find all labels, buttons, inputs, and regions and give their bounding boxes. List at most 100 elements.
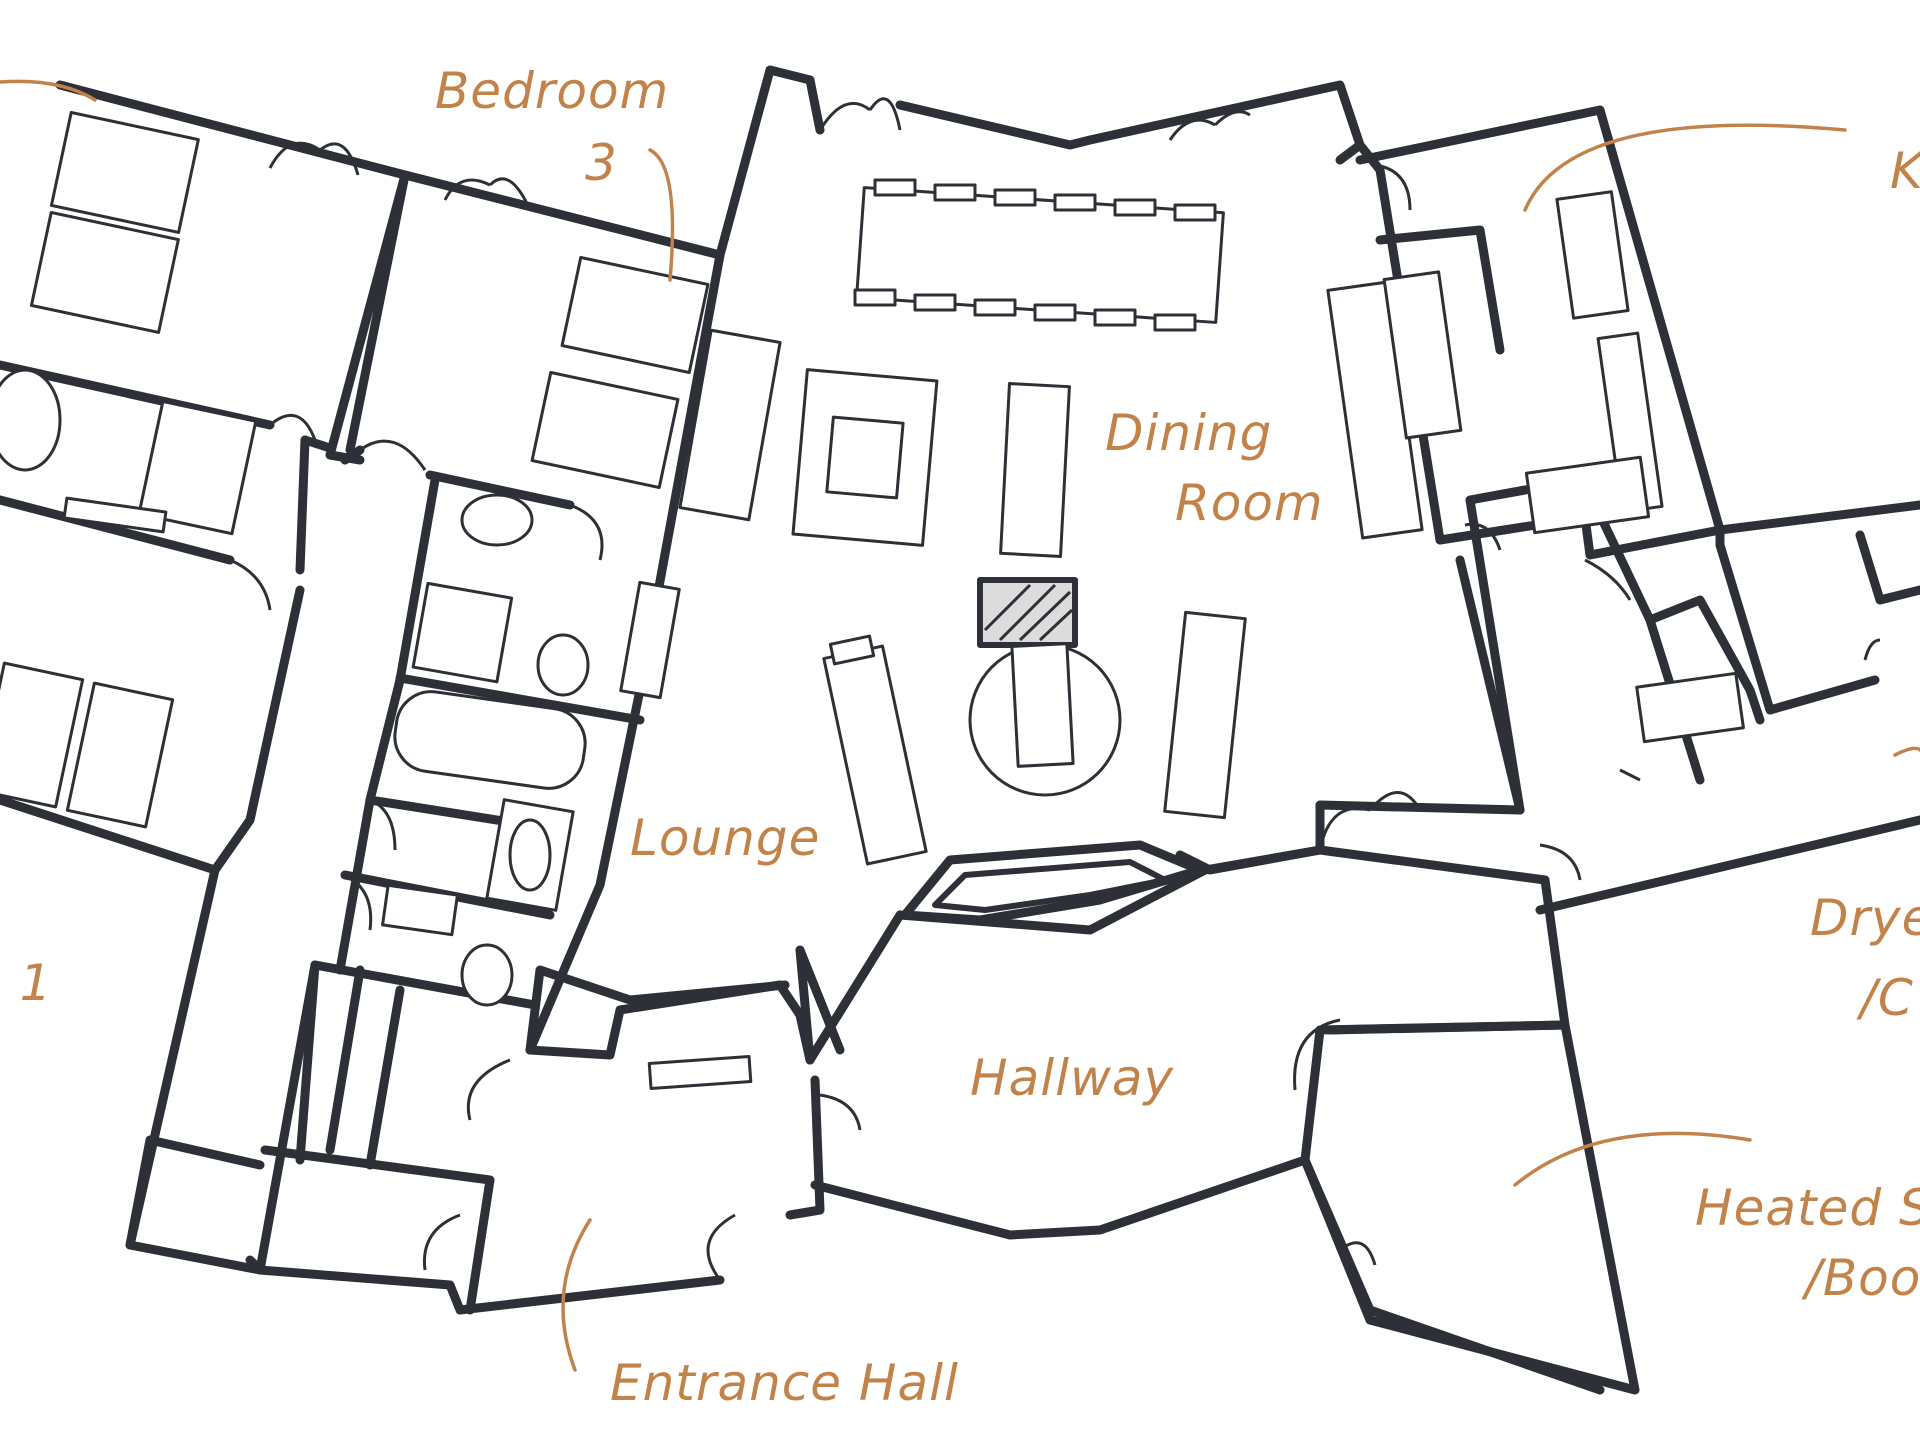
label-heated-line2: /Boo bbox=[1801, 1249, 1920, 1307]
utility-walls bbox=[1595, 510, 1765, 785]
sink bbox=[0, 368, 62, 472]
door-arc bbox=[466, 1058, 511, 1121]
door-arc bbox=[569, 503, 604, 561]
bath-divider-1 bbox=[395, 673, 645, 725]
label-entrance: Entrance Hall bbox=[610, 1354, 959, 1412]
bed bbox=[49, 111, 200, 234]
corridor-lower-west-wall bbox=[125, 1135, 265, 1250]
door-arc bbox=[1619, 768, 1641, 782]
toilet bbox=[536, 633, 590, 697]
door-arc bbox=[818, 97, 902, 131]
chair bbox=[913, 293, 957, 312]
door-arc bbox=[1293, 1018, 1341, 1091]
door-arc bbox=[268, 141, 360, 176]
chair bbox=[853, 288, 897, 307]
entrance-inner-wall bbox=[260, 1145, 495, 1315]
sink-cabinet bbox=[381, 883, 459, 937]
vanity bbox=[62, 496, 168, 534]
heated-room-outline bbox=[1300, 1020, 1640, 1395]
bed bbox=[65, 681, 175, 829]
label-dryer-line2: /C bbox=[1856, 969, 1914, 1027]
door-arc bbox=[369, 798, 397, 851]
sink bbox=[508, 818, 552, 892]
far-right-block bbox=[1715, 500, 1920, 715]
chair bbox=[1053, 193, 1097, 212]
chaise bbox=[1010, 642, 1075, 768]
bathtub bbox=[393, 690, 587, 790]
chair bbox=[933, 183, 977, 202]
storage-wall bbox=[295, 960, 405, 1170]
label-bedroom-3-line1: Bedroom bbox=[435, 62, 669, 120]
bed bbox=[29, 211, 180, 334]
bed bbox=[560, 255, 710, 375]
chair bbox=[1113, 198, 1157, 217]
bathroom-column-west-wall bbox=[335, 475, 440, 975]
sofa bbox=[678, 328, 782, 522]
doors bbox=[229, 97, 1881, 1281]
label-bedroom-1: n 1 bbox=[0, 954, 52, 1012]
leader-kitchen bbox=[1523, 123, 1847, 212]
door-arc bbox=[1464, 522, 1502, 551]
chair bbox=[993, 188, 1037, 207]
lounge-south-wall bbox=[525, 965, 790, 1055]
dining-table bbox=[855, 186, 1225, 324]
bedroom-3-south-wall bbox=[340, 445, 575, 510]
label-dining-line2: Room bbox=[1175, 474, 1324, 532]
entrance-west-wall bbox=[245, 960, 455, 1290]
left-corridor-west-wall bbox=[400, 170, 725, 260]
leader-entrance bbox=[561, 1218, 592, 1372]
door-arc bbox=[443, 177, 532, 211]
door-arc bbox=[1539, 843, 1582, 881]
label-lounge: Lounge bbox=[630, 809, 820, 867]
leader-bedroom-1-top bbox=[0, 79, 97, 102]
chair bbox=[1033, 303, 1077, 322]
label-hallway: Hallway bbox=[970, 1049, 1175, 1107]
door-arc bbox=[229, 558, 272, 611]
shower bbox=[411, 581, 514, 684]
entrance-south-wall bbox=[445, 1075, 825, 1315]
door-arc bbox=[1863, 638, 1881, 661]
room-labels: Bedroom 3 Ki Dining Room Lounge n 1 Hall… bbox=[0, 62, 1920, 1412]
door-arc bbox=[1339, 1241, 1377, 1266]
label-bedroom-3-line2: 3 bbox=[585, 134, 618, 192]
label-heated-line1: Heated S bbox=[1695, 1179, 1920, 1237]
hallway-outline bbox=[805, 845, 1605, 1395]
chair bbox=[973, 298, 1017, 317]
sofa bbox=[1163, 610, 1247, 820]
door-arc bbox=[1374, 163, 1412, 211]
dining-room-south-wall bbox=[795, 800, 1525, 1065]
door-arc bbox=[269, 414, 317, 441]
door-arc bbox=[422, 1213, 461, 1271]
label-dryer-line1: Drye bbox=[1810, 889, 1920, 947]
door-arc bbox=[1318, 791, 1422, 851]
label-kitchen: Ki bbox=[1890, 142, 1920, 200]
sofa-arm bbox=[828, 634, 876, 666]
toilet bbox=[460, 943, 514, 1007]
chair bbox=[1093, 308, 1137, 327]
door-arc bbox=[359, 439, 427, 471]
walls bbox=[0, 65, 1920, 1395]
leader-heated bbox=[1513, 1131, 1752, 1187]
tv-unit bbox=[619, 580, 681, 700]
dryer-room-wall bbox=[1535, 815, 1920, 915]
chair bbox=[873, 178, 917, 197]
coffee-table bbox=[825, 415, 905, 500]
sink bbox=[460, 493, 534, 547]
label-dining-line1: Dining bbox=[1105, 404, 1272, 462]
shower bbox=[137, 399, 258, 536]
left-block-lower-wall bbox=[0, 795, 220, 875]
kitchen-outline bbox=[1355, 105, 1725, 815]
bed bbox=[530, 370, 680, 490]
leader-lines bbox=[0, 79, 1920, 1372]
sink bbox=[1555, 190, 1630, 320]
leader-dryer bbox=[1893, 746, 1920, 757]
dining-room-north-wall bbox=[715, 65, 1365, 260]
kitchen-island-top bbox=[1382, 270, 1463, 440]
furniture bbox=[0, 111, 1745, 1090]
bathroom-column-east-wall bbox=[525, 250, 725, 1055]
sofa bbox=[822, 644, 928, 866]
fireplace-inner bbox=[932, 859, 1168, 913]
chair bbox=[1173, 203, 1217, 222]
door-arc bbox=[344, 873, 373, 931]
